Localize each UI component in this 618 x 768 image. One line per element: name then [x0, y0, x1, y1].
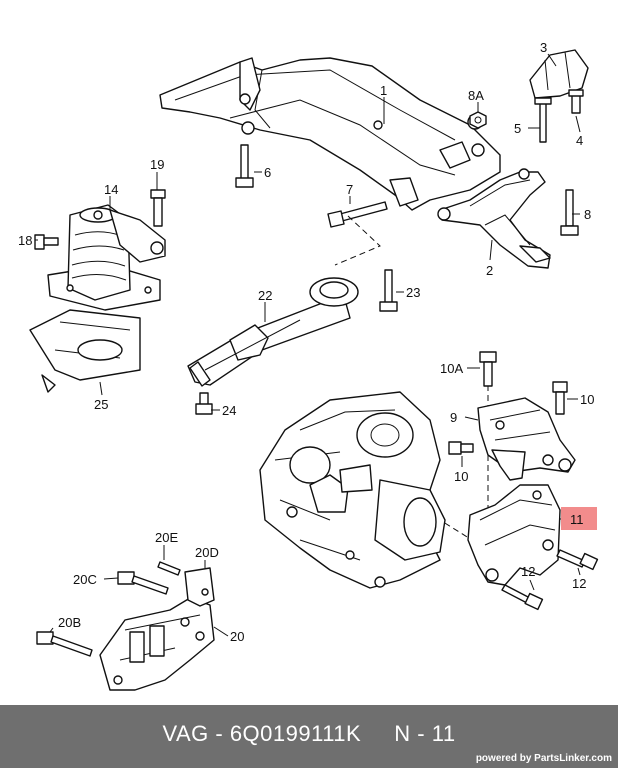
bolt-12-right [556, 549, 599, 571]
bolt-20b [36, 631, 93, 657]
label-6: 6 [264, 165, 271, 180]
label-14: 14 [104, 182, 118, 197]
bracket-20 [99, 597, 215, 691]
bolt-12-left [501, 584, 544, 611]
bolt-10-right [552, 381, 568, 415]
label-12-left: 12 [521, 564, 535, 579]
label-1: 1 [380, 83, 387, 98]
label-18: 18 [18, 233, 32, 248]
bolt-20c [117, 571, 169, 595]
bolt-10-left [448, 441, 474, 455]
label-10-left: 10 [454, 469, 468, 484]
label-24: 24 [222, 403, 236, 418]
leader-lines [35, 53, 581, 637]
bolt-19 [150, 189, 166, 227]
label-19: 19 [150, 157, 164, 172]
label-20e: 20E [155, 530, 178, 545]
gearbox [259, 391, 446, 589]
bolt-10a [479, 351, 497, 387]
engine-mount-14 [29, 204, 166, 393]
bolt-6 [235, 144, 254, 188]
bolt-20e [157, 561, 181, 576]
label-8: 8 [584, 207, 591, 222]
bolt-24 [195, 392, 213, 415]
label-20b: 20B [58, 615, 81, 630]
label-4: 4 [576, 133, 583, 148]
exploded-view-svg: 1 2 3 4 5 6 7 8 8A 9 10A 10 10 11 12 12 … [18, 40, 599, 691]
bolt-7 [327, 201, 388, 228]
gearbox-mount-9 [477, 397, 576, 481]
label-5: 5 [514, 121, 521, 136]
gearbox-bracket-11 [467, 484, 561, 586]
bolt-8 [560, 189, 579, 236]
highlight-box-11 [561, 507, 597, 530]
label-22: 22 [258, 288, 272, 303]
label-20d: 20D [195, 545, 219, 560]
label-20: 20 [230, 629, 244, 644]
part-number-caption: VAG - 6Q0199111K N - 11 [162, 721, 456, 746]
label-2: 2 [486, 263, 493, 278]
label-3: 3 [540, 40, 547, 55]
nut-8a [469, 111, 487, 129]
bracket-20d [184, 567, 215, 607]
label-10-right: 10 [580, 392, 594, 407]
bolt-18 [34, 234, 59, 250]
label-10a: 10A [440, 361, 463, 376]
label-20c: 20C [73, 572, 97, 587]
torque-rod [187, 277, 359, 387]
bracket-3 [529, 49, 589, 143]
bolt-23 [379, 269, 398, 312]
footer-bar: VAG - 6Q0199111K N - 11 powered by Parts… [0, 705, 618, 768]
control-arm [437, 168, 551, 269]
parts-diagram: 1 2 3 4 5 6 7 8 8A 9 10A 10 10 11 12 12 … [18, 40, 599, 691]
label-8a: 8A [468, 88, 484, 103]
subframe [159, 57, 501, 211]
label-12-right: 12 [572, 576, 586, 591]
assembly-line-a [334, 215, 381, 266]
label-11: 11 [570, 512, 584, 527]
powered-by-credit: powered by PartsLinker.com [475, 753, 612, 764]
label-7: 7 [346, 182, 353, 197]
callout-labels: 1 2 3 4 5 6 7 8 8A 9 10A 10 10 11 12 12 … [18, 40, 594, 644]
label-9: 9 [450, 410, 457, 425]
label-25: 25 [94, 397, 108, 412]
label-23: 23 [406, 285, 420, 300]
